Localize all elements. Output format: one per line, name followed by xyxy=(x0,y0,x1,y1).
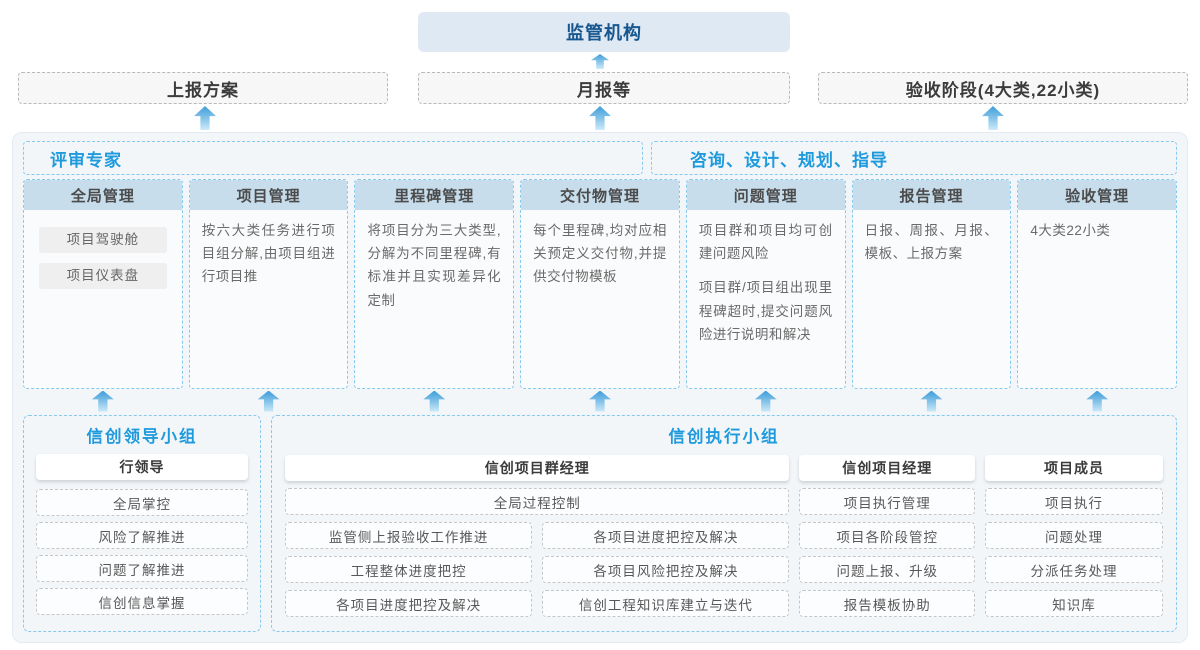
column-title: 问题管理 xyxy=(686,180,845,210)
exec-item: 报告模板协助 xyxy=(799,590,975,617)
acceptance-stage-box: 验收阶段(4大类,22小类) xyxy=(818,72,1188,104)
project-manager-role: 信创项目经理 xyxy=(799,455,975,481)
project-member-role: 项目成员 xyxy=(984,455,1163,481)
column-report-mgmt: 报告管理 日报、周报、月报、模板、上报方案 xyxy=(851,179,1012,389)
leader-item: 风险了解推进 xyxy=(36,522,248,549)
regulator-box: 监管机构 xyxy=(418,12,790,52)
column-body: 4大类22小类 xyxy=(1018,210,1176,262)
column-paragraph: 项目群和项目均可创建问题风险 xyxy=(698,223,833,262)
column-project-mgmt: 项目管理 按六大类任务进行项目组分解,由项目组进行项目推 xyxy=(188,179,349,389)
exec-item: 各项目风险把控及解决 xyxy=(542,556,790,583)
exec-item: 分派任务处理 xyxy=(984,556,1163,583)
up-arrow-icon xyxy=(423,390,446,412)
leader-group-title: 信创领导小组 xyxy=(86,428,198,446)
main-panel: 评审专家 咨询、设计、规划、指导 全局管理 项目驾驶舱 项目仪表盘 项目管理 按… xyxy=(12,132,1188,643)
column-paragraph: 4大类22小类 xyxy=(1030,223,1111,238)
column-title: 里程碑管理 xyxy=(355,180,514,210)
up-arrow-icon xyxy=(754,390,777,412)
up-arrow-icon xyxy=(589,390,612,412)
bottom-groups: 信创领导小组 行领导 全局掌控 风险了解推进 问题了解推进 信创信息掌握 信创执… xyxy=(23,415,1177,632)
column-title: 交付物管理 xyxy=(521,180,679,210)
project-dashboard-chip: 项目仪表盘 xyxy=(38,263,167,289)
consulting-label: 咨询、设计、规划、指导 xyxy=(690,150,888,170)
report-plan-box: 上报方案 xyxy=(18,72,388,104)
management-columns: 全局管理 项目驾驶舱 项目仪表盘 项目管理 按六大类任务进行项目组分解,由项目组… xyxy=(23,179,1178,389)
column-paragraph: 每个里程碑,均对应相关预定义交付物,并提供交付物模板 xyxy=(533,223,667,285)
exec-item: 监管侧上报验收工作推进 xyxy=(285,522,533,549)
up-arrow-icon xyxy=(982,106,1004,130)
exec-item: 知识库 xyxy=(984,590,1163,617)
exec-item: 问题处理 xyxy=(984,522,1163,549)
exec-group-panel: 信创执行小组 信创项目群经理 信创项目经理 项目成员 全局过程控制 项目执行管理… xyxy=(271,415,1177,632)
up-arrow-icon xyxy=(589,106,611,130)
monthly-report-box: 月报等 xyxy=(418,72,790,104)
column-paragraph: 将项目分为三大类型,分解为不同里程碑,有标准并且实现差异化定制 xyxy=(367,223,502,308)
up-arrow-icon xyxy=(1086,390,1109,412)
column-paragraph: 日报、周报、月报、模板、上报方案 xyxy=(864,223,999,262)
leader-item: 信创信息掌握 xyxy=(36,588,248,615)
column-paragraph: 按六大类任务进行项目组分解,由项目组进行项目推 xyxy=(201,223,336,285)
leader-group-panel: 信创领导小组 行领导 全局掌控 风险了解推进 问题了解推进 信创信息掌握 xyxy=(23,415,261,632)
up-arrow-icon xyxy=(920,390,943,412)
column-deliverable-mgmt: 交付物管理 每个里程碑,均对应相关预定义交付物,并提供交付物模板 xyxy=(520,179,680,389)
column-body: 每个里程碑,均对应相关预定义交付物,并提供交付物模板 xyxy=(521,210,679,309)
arrows-row xyxy=(23,389,1177,413)
column-body: 项目驾驶舱 项目仪表盘 xyxy=(24,210,182,308)
up-arrow-icon xyxy=(194,106,216,130)
review-experts-box: 评审专家 xyxy=(23,141,643,175)
column-body: 日报、周报、月报、模板、上报方案 xyxy=(853,210,1011,285)
exec-group-title: 信创执行小组 xyxy=(668,428,780,446)
column-acceptance-mgmt: 验收管理 4大类22小类 xyxy=(1017,179,1178,389)
exec-item: 信创工程知识库建立与迭代 xyxy=(542,590,790,617)
exec-item: 各项目进度把控及解决 xyxy=(542,522,790,549)
column-paragraph: 项目群/项目组出现里程碑超时,提交问题风险进行说明和解决 xyxy=(698,280,833,342)
advisor-row: 评审专家 咨询、设计、规划、指导 xyxy=(23,141,1177,175)
column-title: 验收管理 xyxy=(1018,180,1177,210)
review-experts-label: 评审专家 xyxy=(50,150,122,170)
up-arrow-icon xyxy=(591,54,609,69)
exec-item: 项目各阶段管控 xyxy=(799,522,975,549)
exec-item: 全局过程控制 xyxy=(285,488,790,515)
column-issue-mgmt: 问题管理 项目群和项目均可创建问题风险 项目群/项目组出现里程碑超时,提交问题风… xyxy=(685,179,846,389)
column-milestone-mgmt: 里程碑管理 将项目分为三大类型,分解为不同里程碑,有标准并且实现差异化定制 xyxy=(354,179,515,389)
column-title: 报告管理 xyxy=(852,180,1011,210)
column-body: 按六大类任务进行项目组分解,由项目组进行项目推 xyxy=(190,210,348,309)
exec-grid: 信创项目群经理 信创项目经理 项目成员 全局过程控制 项目执行管理 项目执行 监… xyxy=(285,455,1163,617)
exec-item: 项目执行管理 xyxy=(799,488,975,515)
column-title: 项目管理 xyxy=(189,180,348,210)
leader-item: 全局掌控 xyxy=(36,489,248,516)
column-global-mgmt: 全局管理 项目驾驶舱 项目仪表盘 xyxy=(23,179,183,389)
exec-item: 项目执行 xyxy=(984,488,1163,515)
exec-item: 各项目进度把控及解决 xyxy=(285,590,533,617)
up-arrow-icon xyxy=(257,390,280,412)
exec-item: 问题上报、升级 xyxy=(799,556,975,583)
exec-item: 工程整体进度把控 xyxy=(285,556,533,583)
column-body: 项目群和项目均可创建问题风险 项目群/项目组出现里程碑超时,提交问题风险进行说明… xyxy=(687,210,845,366)
bank-leader-role: 行领导 xyxy=(36,454,248,480)
column-body: 将项目分为三大类型,分解为不同里程碑,有标准并且实现差异化定制 xyxy=(355,210,513,332)
up-arrow-icon xyxy=(91,390,114,412)
consulting-box: 咨询、设计、规划、指导 xyxy=(651,141,1177,175)
project-cockpit-chip: 项目驾驶舱 xyxy=(38,227,167,253)
program-manager-role: 信创项目群经理 xyxy=(285,455,790,481)
leader-item: 问题了解推进 xyxy=(36,555,248,582)
column-title: 全局管理 xyxy=(24,180,182,210)
